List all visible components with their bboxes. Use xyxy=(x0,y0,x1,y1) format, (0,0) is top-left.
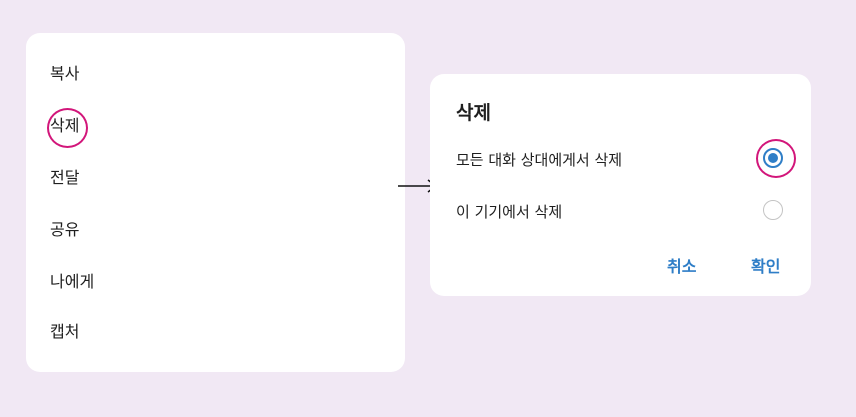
radio-selected[interactable] xyxy=(763,148,783,168)
context-menu: 복사 삭제 전달 공유 나에게 캡처 xyxy=(26,33,405,372)
cancel-button[interactable]: 취소 xyxy=(667,253,696,277)
option-label: 이 기기에서 삭제 xyxy=(456,203,563,221)
dialog-title: 삭제 xyxy=(456,102,491,124)
option-label: 모든 대화 상대에게서 삭제 xyxy=(456,151,623,169)
menu-item-capture[interactable]: 캡처 xyxy=(50,322,80,341)
menu-item-delete[interactable]: 삭제 xyxy=(50,116,80,135)
menu-item-to-me[interactable]: 나에게 xyxy=(50,272,95,291)
menu-item-share[interactable]: 공유 xyxy=(50,220,80,239)
option-delete-for-everyone[interactable]: 모든 대화 상대에게서 삭제 xyxy=(430,141,811,177)
confirm-button[interactable]: 확인 xyxy=(751,253,780,277)
delete-dialog: 삭제 모든 대화 상대에게서 삭제 이 기기에서 삭제 취소 확인 xyxy=(430,74,811,296)
option-delete-on-device[interactable]: 이 기기에서 삭제 xyxy=(430,193,811,229)
radio-unselected[interactable] xyxy=(763,200,783,220)
menu-item-copy[interactable]: 복사 xyxy=(50,64,80,83)
menu-item-forward[interactable]: 전달 xyxy=(50,168,80,187)
